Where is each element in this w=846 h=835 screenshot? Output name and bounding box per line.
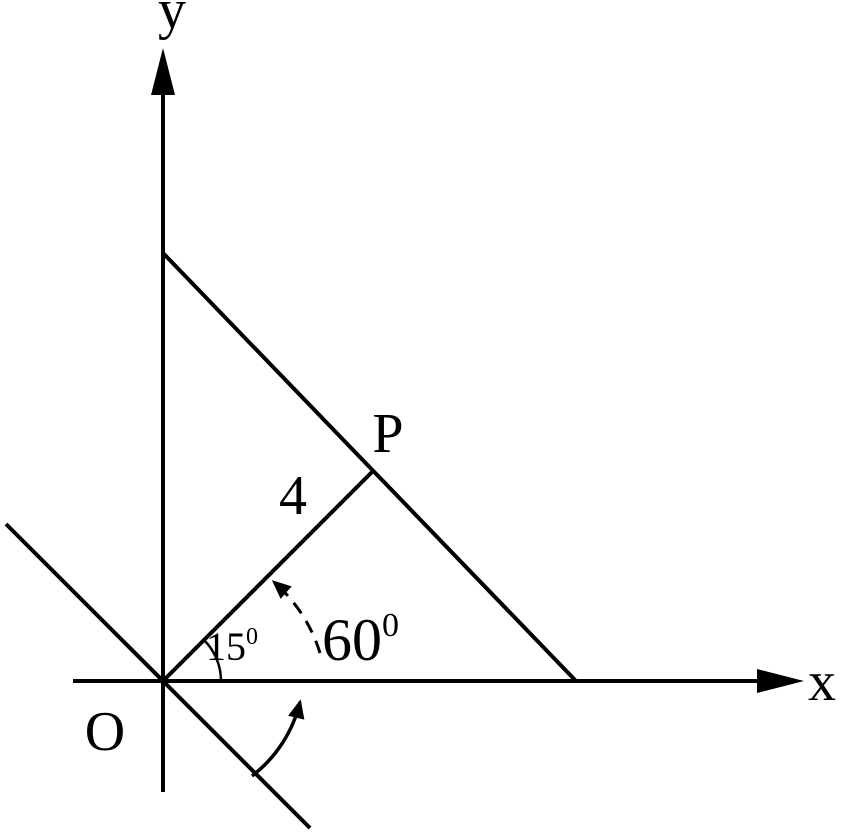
y-axis-arrowhead-icon [151, 48, 175, 95]
point-p-label: P [372, 403, 403, 465]
origin-label: O [85, 701, 125, 763]
y-axis-label: y [158, 0, 186, 41]
angle-60-superscript: 0 [382, 607, 399, 644]
angle-15-arc [203, 639, 223, 682]
angle-15-value: 15 [206, 624, 246, 669]
angle-15-superscript: 0 [246, 624, 258, 650]
rotation-arc-dashed [271, 580, 322, 654]
x-axis-label: x [808, 651, 836, 713]
angle-60-value: 60 [322, 607, 382, 673]
angle-60-label: 600 [322, 607, 399, 673]
slant-line [161, 251, 578, 683]
diagonal-line [4, 522, 312, 830]
length-label: 4 [279, 465, 307, 527]
rotation-arc-solid [250, 699, 305, 778]
op-segment [161, 469, 375, 683]
x-axis-arrowhead-icon [757, 669, 804, 693]
angle-15-label: 150 [206, 624, 258, 669]
